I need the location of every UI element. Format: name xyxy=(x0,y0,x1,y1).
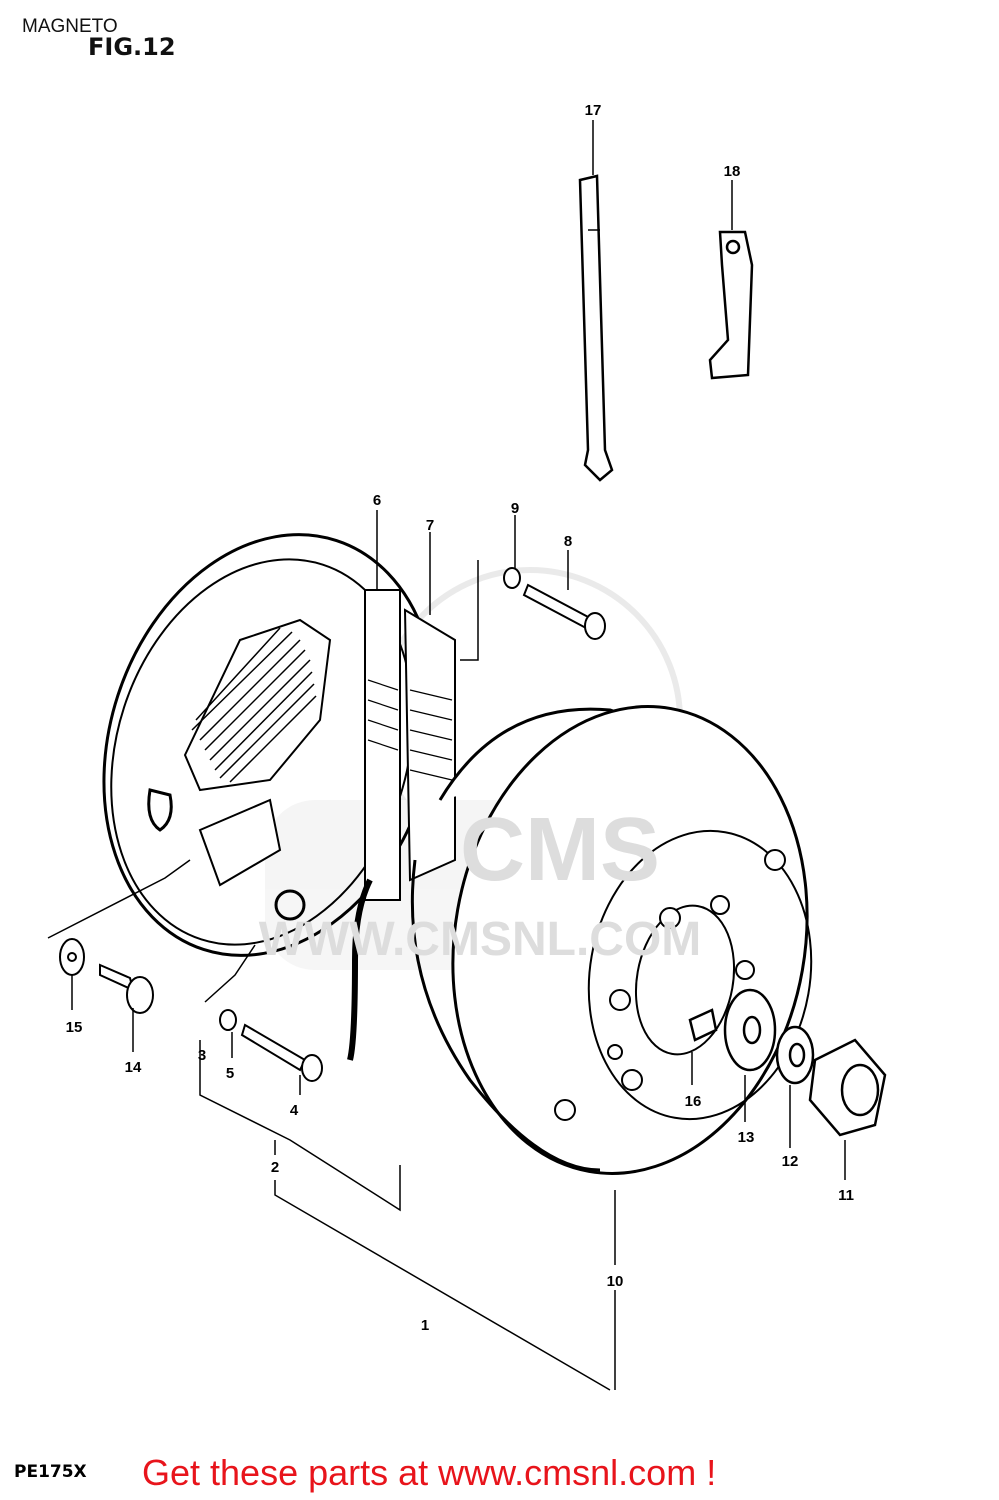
ignition-coils xyxy=(347,589,456,1061)
cmsnl-banner-link[interactable]: Get these parts at www.cmsnl.com ! xyxy=(142,1452,717,1493)
callout-1: 1 xyxy=(421,1317,429,1334)
watermark-url: WWW.CMSNL.COM xyxy=(259,913,702,966)
callout-3: 3 xyxy=(198,1047,206,1064)
callout-12: 12 xyxy=(782,1153,799,1170)
lighting-coil xyxy=(183,618,332,887)
callout-17: 17 xyxy=(585,102,602,119)
callout-11: 11 xyxy=(838,1187,854,1204)
callout-8: 8 xyxy=(564,533,572,550)
figure-number: FIG.12 xyxy=(88,33,176,61)
callout-2: 2 xyxy=(271,1159,279,1176)
callout-7: 7 xyxy=(426,517,434,534)
callout-18: 18 xyxy=(724,163,741,180)
leader-lines xyxy=(47,120,846,1391)
callout-15: 15 xyxy=(66,1019,83,1036)
model-code: PE175X xyxy=(14,1462,87,1482)
callout-5: 5 xyxy=(226,1065,234,1082)
watermark-brand: CMS xyxy=(460,800,660,900)
callout-4: 4 xyxy=(290,1102,299,1119)
callout-13: 13 xyxy=(738,1129,755,1146)
callout-numbers: 1 2 3 4 5 6 7 8 9 10 11 12 13 14 15 16 1… xyxy=(66,102,854,1334)
special-tools xyxy=(578,174,754,482)
flywheel-rotor xyxy=(410,705,813,1175)
callout-14: 14 xyxy=(125,1059,142,1076)
callout-6: 6 xyxy=(373,492,381,509)
screws xyxy=(59,567,606,1082)
hardware-parts xyxy=(688,988,887,1137)
callout-10: 10 xyxy=(607,1273,624,1290)
callout-9: 9 xyxy=(511,500,519,517)
diagram-title: MAGNETO xyxy=(22,16,118,37)
callout-16: 16 xyxy=(685,1093,702,1110)
